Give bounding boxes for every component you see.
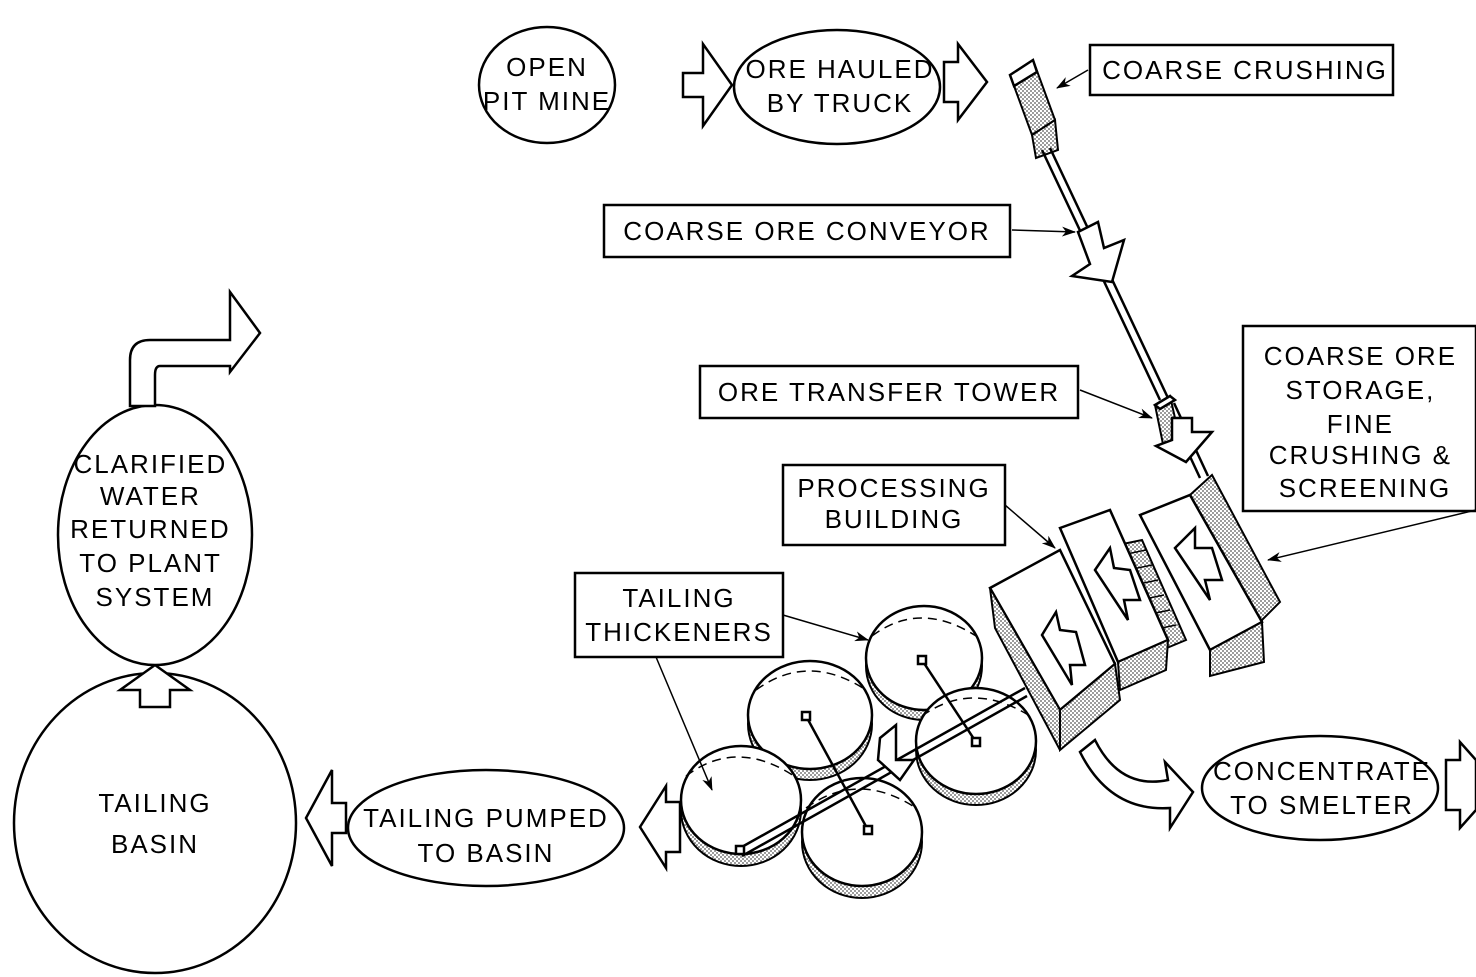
- coarse-crusher-structure: [1008, 58, 1060, 160]
- coarse-crushing-label: COARSE CRUSHING: [1088, 43, 1395, 97]
- svg-text:COARSE CRUSHING: COARSE CRUSHING: [1102, 55, 1388, 85]
- leader-processing: [1004, 504, 1056, 549]
- leader-transfer-tower: [1079, 389, 1153, 419]
- svg-text:COARSE ORE STORAGE,: COARSE ORE STORAGE, FINE CRUSHING & SCRE…: [1264, 341, 1467, 503]
- conveyor-flow-arrow: [1068, 220, 1126, 284]
- svg-text:ORE TRANSFER TOWER: ORE TRANSFER TOWER: [718, 377, 1060, 407]
- flow-arrow-thickeners-to-pump: [638, 781, 682, 873]
- leader-storage: [1267, 509, 1476, 562]
- leader-thickeners-2: [655, 656, 713, 791]
- svg-text:CLARIFIED WATER RE: CLARIFIED WATER RETURNED TO PLANT SYSTEM: [70, 449, 240, 612]
- flow-arrow-pump-to-basin: [304, 769, 348, 867]
- flow-arrow-basin-to-water: [116, 663, 194, 709]
- coarse-ore-conveyor-label: COARSE ORE CONVEYOR: [602, 203, 1012, 259]
- coarse-ore-storage-label: COARSE ORE STORAGE, FINE CRUSHING & SCRE…: [1241, 324, 1476, 513]
- leader-conveyor: [1011, 226, 1076, 237]
- tailing-thickener-bottom-middle: [800, 776, 924, 899]
- ore-transfer-tower-label: ORE TRANSFER TOWER: [698, 364, 1080, 420]
- concentrate-flow-arrow: [1078, 738, 1195, 833]
- clarified-water-node: CLARIFIED WATER RETURNED TO PLANT SYSTEM: [56, 403, 254, 667]
- fine-crushing-screening-building: [1138, 473, 1282, 678]
- flow-arrow-mine-to-truck: [681, 40, 734, 130]
- transfer-tower-flow-arrow: [1152, 416, 1215, 464]
- flow-arrow-truck-to-crushing: [942, 40, 989, 124]
- flow-arrow-water-return: [128, 288, 262, 408]
- svg-text:COARSE ORE CONVEYOR: COARSE ORE CONVEYOR: [623, 216, 990, 246]
- thickener-connecting-pipes: [734, 654, 1028, 858]
- processing-building-structure: [988, 508, 1170, 753]
- flow-arrow-concentrate-out: [1444, 738, 1476, 832]
- leader-thickeners-1: [782, 614, 869, 642]
- leader-coarse-crushing: [1056, 69, 1089, 89]
